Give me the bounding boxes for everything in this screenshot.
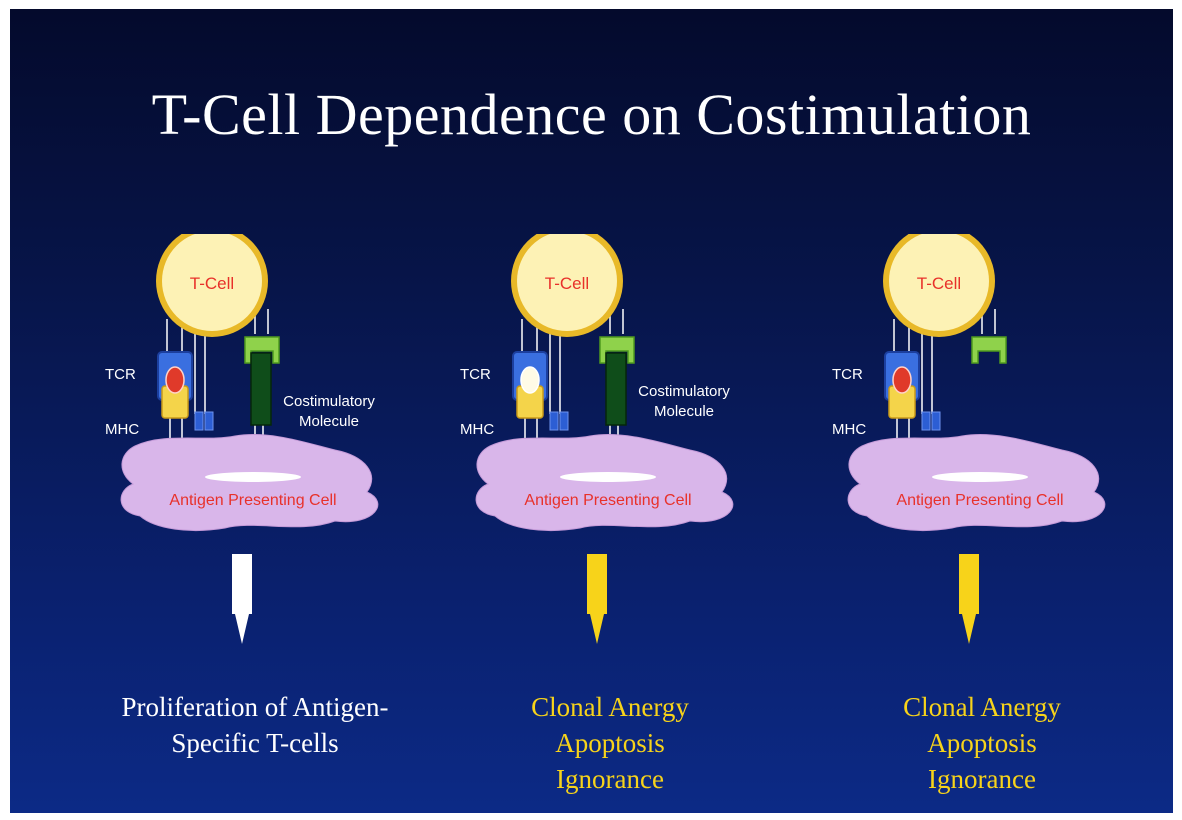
apc-label: Antigen Presenting Cell (169, 492, 336, 509)
apc-nucleus (932, 472, 1028, 482)
panel-no-antigen: T-Cell TCR MHC Costimulatory Molecule An… (460, 234, 760, 794)
t-cell-label: T-Cell (917, 274, 961, 293)
outcome-line: Apoptosis (555, 728, 665, 758)
t-cell-body (162, 234, 262, 331)
antigen-presenting-cell (475, 434, 734, 532)
outcome-text: Proliferation of Antigen- Specific T-cel… (65, 689, 445, 761)
panel-no-costimulation: T-Cell TCR MHC Antigen Presenting Cell C… (832, 234, 1132, 794)
down-arrow (959, 554, 979, 644)
tcr-label: TCR (832, 366, 863, 383)
t-cell-label: T-Cell (190, 274, 234, 293)
outcome-line: Clonal Anergy (903, 692, 1061, 722)
mhc-label: MHC (460, 421, 494, 438)
mhc-label: MHC (105, 421, 139, 438)
outcome-text: Clonal Anergy Apoptosis Ignorance (792, 689, 1172, 797)
outcome-line: Ignorance (556, 764, 664, 794)
costim-label-line2: Molecule (299, 413, 359, 430)
t-cell-body (889, 234, 989, 331)
costim-label-line1: Costimulatory (283, 393, 375, 410)
costimulatory-ligand (605, 352, 627, 426)
slide-title: T-Cell Dependence on Costimulation (151, 82, 1032, 147)
coreceptor (921, 411, 931, 431)
apc-nucleus (205, 472, 301, 482)
costim-label-line2: Molecule (654, 403, 714, 420)
antigen-presenting-cell (120, 434, 379, 532)
costimulatory-ligand (250, 352, 272, 426)
coreceptor (194, 411, 204, 431)
outcome-line: Proliferation of Antigen- (121, 692, 389, 722)
cd28-receptor (244, 336, 280, 364)
tcr-label: TCR (460, 366, 491, 383)
self-peptide (520, 366, 540, 394)
diagram-costimulated: T-Cell TCR MHC Costimulatory Molecule An… (105, 234, 379, 644)
antigen-peptide (892, 366, 912, 394)
mhc-label: MHC (832, 421, 866, 438)
diagram-no-costimulation: T-Cell TCR MHC Antigen Presenting Cell (832, 234, 1106, 644)
tcr-label: TCR (105, 366, 136, 383)
outcome-line: Clonal Anergy (531, 692, 689, 722)
down-arrow (587, 554, 607, 644)
t-cell-body (517, 234, 617, 331)
coreceptor (549, 411, 559, 431)
apc-nucleus (560, 472, 656, 482)
outcome-line: Specific T-cells (171, 728, 339, 758)
outcome-text: Clonal Anergy Apoptosis Ignorance (420, 689, 800, 797)
antigen-peptide (165, 366, 185, 394)
slide: T-Cell Dependence on Costimulation T-Cel… (10, 9, 1173, 813)
panel-costimulated: T-Cell TCR MHC Costimulatory Molecule An… (105, 234, 405, 794)
outcome-line: Apoptosis (927, 728, 1037, 758)
antigen-presenting-cell (847, 434, 1106, 532)
apc-label: Antigen Presenting Cell (524, 492, 691, 509)
t-cell-label: T-Cell (545, 274, 589, 293)
cd28-receptor-unbound (971, 336, 1007, 364)
costim-label-line1: Costimulatory (638, 383, 730, 400)
apc-label: Antigen Presenting Cell (896, 492, 1063, 509)
cd28-receptor (599, 336, 635, 364)
diagram-no-antigen: T-Cell TCR MHC Costimulatory Molecule An… (460, 234, 734, 644)
outcome-line: Ignorance (928, 764, 1036, 794)
t-cell-stalks (893, 309, 996, 439)
down-arrow (232, 554, 252, 644)
